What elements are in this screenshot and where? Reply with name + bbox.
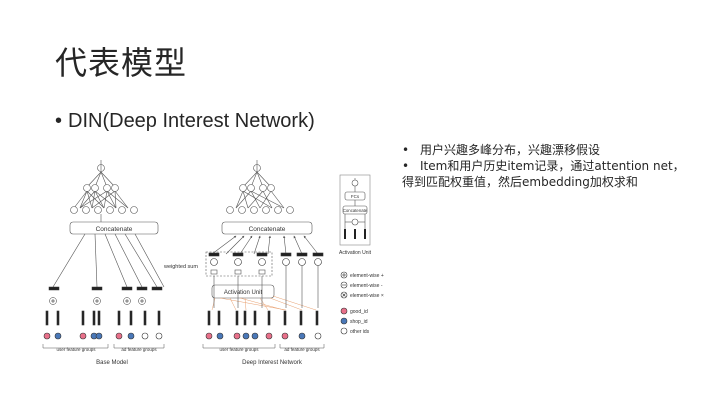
din-user-groups-label: user feature groups [219, 347, 259, 352]
note-item-2: •Item和用户历史item记录，通过attention net， [402, 159, 685, 173]
base-ad-groups-label: ad feature groups [121, 347, 157, 352]
note-text-2: Item和用户历史item记录，通过attention net， [420, 159, 685, 173]
din-id-nodes [205, 310, 322, 340]
slide-title: 代表模型 [55, 44, 188, 82]
main-bullet-text: DIN(Deep Interest Network) [68, 110, 315, 132]
au-concatenate-label: Concatenate [343, 208, 368, 213]
note-text-3: 得到匹配权重值，然后embedding加权求和 [402, 175, 638, 189]
din-group-brackets [202, 344, 325, 349]
base-concatenate-label: Concatenate [96, 226, 133, 233]
note-text-1: 用户兴趣多峰分布，兴趣漂移假设 [420, 143, 601, 157]
legend-sub: element-wise - [350, 283, 383, 289]
din-caption: Deep Interest Network [242, 360, 303, 366]
main-bullet: •DIN(Deep Interest Network) [55, 110, 315, 133]
legend-mul: element-wise × [350, 293, 384, 299]
base-stacks [45, 310, 161, 326]
activation-unit-detail [339, 174, 371, 246]
base-embeddings [48, 286, 163, 305]
legend-add: element-wise + [350, 273, 384, 279]
base-model-caption: Base Model [96, 360, 128, 366]
weighted-sum-label: weighted sum [163, 264, 198, 270]
base-group-brackets [42, 344, 165, 349]
note-item-1: •用户兴趣多峰分布，兴趣漂移假设 [402, 143, 601, 157]
base-user-groups-label: user feature groups [56, 347, 96, 352]
legend-shop-id: shop_id [350, 319, 368, 325]
fcs-label: FCs [351, 194, 360, 199]
din-activation-unit-label: Activation Unit [224, 290, 263, 296]
base-id-nodes [43, 310, 163, 340]
legend-good-id: good_id [350, 309, 368, 315]
base-model [52, 160, 165, 288]
din-weight-nodes [208, 252, 324, 275]
legend [340, 271, 348, 335]
note-item-3: 得到匹配权重值，然后embedding加权求和 [402, 174, 702, 190]
din-model [205, 160, 319, 311]
base-embed-bars [48, 286, 163, 291]
bullet-dot: • [55, 110, 63, 132]
legend-other-ids: other ids [350, 329, 370, 335]
din-architecture-diagram: Concatenate [42, 160, 384, 366]
base-mlp-connections [73, 171, 129, 209]
din-concatenate-label: Concatenate [249, 226, 286, 233]
din-ad-groups-label: ad feature groups [284, 347, 320, 352]
notes-list: •用户兴趣多峰分布，兴趣漂移假设 •Item和用户历史item记录，通过atte… [402, 142, 702, 190]
activation-unit-caption: Activation Unit [339, 250, 372, 256]
